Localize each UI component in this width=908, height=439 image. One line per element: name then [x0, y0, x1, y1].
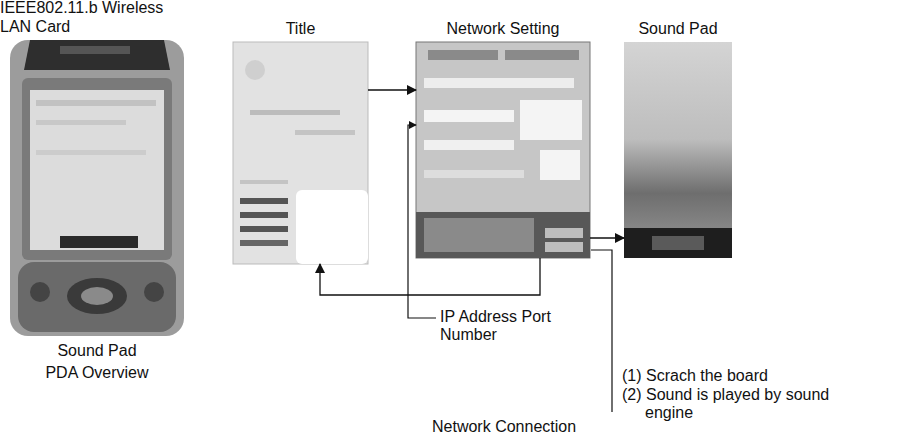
- photo-caption: Sound Pad: [57, 342, 136, 360]
- step-note: (1) Scrach the board: [622, 367, 842, 385]
- leader-line: [408, 125, 436, 318]
- caption-group: Sound PadPDA Overview: [8, 342, 186, 387]
- screen-heading: Sound Pad: [638, 20, 717, 38]
- step-note: (2) Sound is played by sound engine: [622, 386, 835, 423]
- screen-box: Network Setting: [416, 42, 590, 258]
- leader-line: [591, 250, 612, 412]
- flow-arrow: [590, 237, 624, 238]
- title-screenshot: [233, 42, 368, 264]
- screen-heading: Title: [286, 20, 316, 38]
- flow-arrow: [320, 258, 540, 295]
- photo-caption: PDA Overview: [45, 364, 148, 382]
- flow-arrow: [368, 89, 416, 90]
- pda-photo: [10, 40, 184, 336]
- screen-heading: Network Setting: [447, 20, 560, 38]
- screen-box: Title: [233, 42, 368, 264]
- screen-box: Sound Pad: [624, 42, 732, 258]
- callout-label: IP Address Port Number: [440, 308, 560, 345]
- network-setting-screenshot: [416, 42, 590, 258]
- screen-heading: IEEE802.11.b Wireless LAN Card: [0, 0, 170, 36]
- sound-pad-screenshot: [624, 42, 732, 258]
- callout-label: Network Connection: [432, 418, 607, 436]
- pda-photo-box: IEEE802.11.b Wireless LAN CardSound PadP…: [8, 40, 186, 336]
